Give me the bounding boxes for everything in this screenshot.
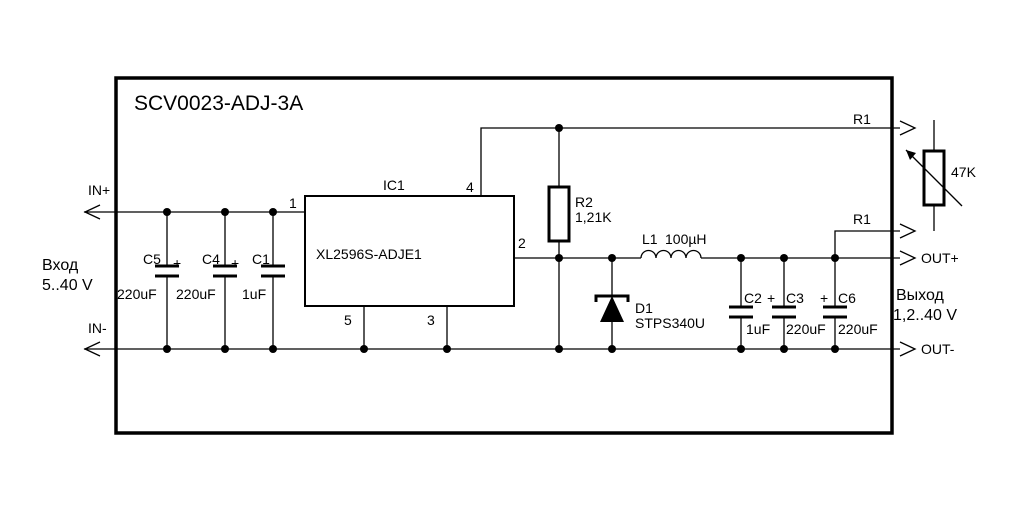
module-outline — [114, 76, 894, 435]
ic1-pin1: 1 — [289, 195, 297, 211]
ic1-pin4: 4 — [466, 179, 474, 195]
r1-label-bottom: R1 — [853, 211, 871, 227]
ic1-pin2: 2 — [518, 235, 526, 251]
d1-ref: D1 — [635, 300, 653, 316]
capacitor-c2 — [729, 258, 753, 349]
inductor-l1 — [640, 249, 917, 266]
c5-ref: C5 — [143, 251, 161, 267]
r1-lower-wire — [834, 223, 917, 258]
r1-value: 47K — [951, 164, 977, 180]
c2-value: 1uF — [746, 321, 770, 337]
c6-value: 220uF — [838, 321, 878, 337]
ic1-part: XL2596S-ADJE1 — [316, 246, 422, 262]
in-minus-label: IN- — [88, 320, 107, 336]
capacitor-c1 — [261, 212, 285, 349]
r2-ref: R2 — [575, 194, 593, 210]
l1-ref: L1 — [642, 231, 658, 247]
capacitor-c5 — [155, 212, 179, 349]
resistor-r2 — [547, 128, 571, 349]
input-name: Вход — [42, 257, 79, 274]
c5-polarity: + — [173, 255, 181, 271]
d1-part: STPS340U — [635, 315, 705, 331]
ic1-pin5: 5 — [344, 312, 352, 328]
out-minus-label: OUT- — [921, 341, 955, 357]
capacitor-c3 — [772, 258, 796, 349]
ic1-pin3: 3 — [427, 312, 435, 328]
ic1-ref: IC1 — [383, 177, 405, 193]
r1-label-top: R1 — [853, 111, 871, 127]
capacitor-c6 — [823, 258, 847, 349]
in-plus-rail — [83, 204, 305, 220]
c4-ref: C4 — [202, 251, 220, 267]
module-title: SCV0023-ADJ-3A — [134, 92, 303, 115]
c1-ref: C1 — [252, 251, 270, 267]
c3-polarity: + — [767, 290, 775, 306]
c3-ref: C3 — [786, 290, 804, 306]
c6-ref: C6 — [838, 290, 856, 306]
in-minus-rail — [83, 341, 917, 357]
output-range: 1,2..40 V — [893, 307, 957, 324]
c3-value: 220uF — [786, 321, 826, 337]
potentiometer-r1 — [905, 120, 963, 231]
input-range: 5..40 V — [42, 277, 93, 294]
r2-value: 1,21K — [575, 209, 612, 225]
l1-value: 100µH — [665, 231, 707, 247]
capacitor-c4 — [213, 212, 237, 349]
ic1-body — [304, 195, 515, 307]
out-plus-label: OUT+ — [921, 250, 959, 266]
c5-value: 220uF — [117, 286, 157, 302]
in-plus-label: IN+ — [88, 182, 110, 198]
c6-polarity: + — [820, 290, 828, 306]
c4-value: 220uF — [176, 286, 216, 302]
c4-polarity: + — [231, 255, 239, 271]
output-name: Выход — [896, 287, 945, 304]
c1-value: 1uF — [242, 286, 266, 302]
feedback-wire — [480, 120, 917, 196]
diode-d1 — [594, 258, 630, 349]
junction-dots — [163, 124, 839, 353]
c2-ref: C2 — [744, 290, 762, 306]
